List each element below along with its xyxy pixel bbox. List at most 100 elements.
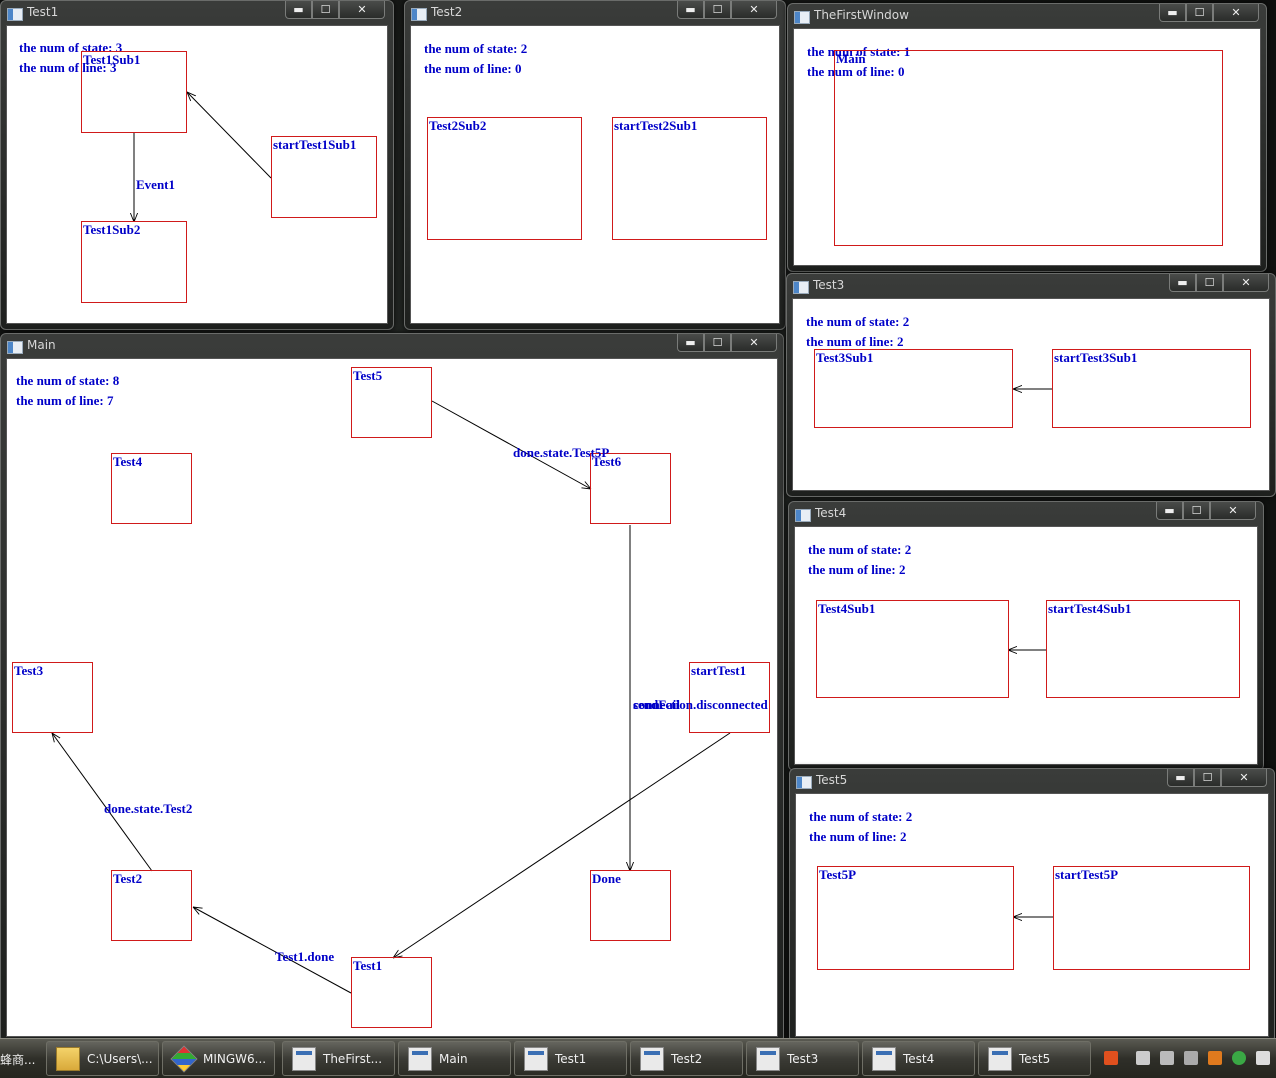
taskbar-item[interactable]: Test4 (862, 1041, 975, 1076)
edge-layer (7, 26, 272, 222)
first-titlebar[interactable]: TheFirstWindow ▬ ☐ ✕ (788, 4, 1266, 28)
state-node[interactable]: Test4Sub1 (816, 600, 1009, 698)
edge-line (187, 92, 272, 179)
input-method-icon[interactable] (1104, 1051, 1118, 1065)
state-node[interactable]: Done (590, 870, 671, 941)
keyboard-icon[interactable] (1136, 1051, 1150, 1065)
test2-titlebar[interactable]: Test2 ▬ ☐ ✕ (405, 1, 785, 25)
window-title: TheFirstWindow (814, 8, 909, 22)
state-count: the num of state: 1 (807, 44, 911, 59)
state-node[interactable]: startTest3Sub1 (1052, 349, 1251, 428)
test5-titlebar[interactable]: Test5 ▬ ☐ ✕ (790, 769, 1274, 793)
app-tray-icon[interactable] (1208, 1051, 1222, 1065)
maximize-button[interactable]: ☐ (704, 1, 731, 19)
maximize-button[interactable]: ☐ (312, 1, 339, 19)
maximize-button[interactable]: ☐ (1183, 502, 1210, 520)
edge-layer (1013, 299, 1052, 491)
state-node[interactable]: startTest4Sub1 (1046, 600, 1240, 698)
minimize-button[interactable]: ▬ (1156, 502, 1183, 520)
minimize-button[interactable]: ▬ (1159, 4, 1186, 22)
maximize-button[interactable]: ☐ (1196, 274, 1223, 292)
minimize-button[interactable]: ▬ (285, 1, 312, 19)
test3-titlebar[interactable]: Test3 ▬ ☐ ✕ (787, 274, 1275, 298)
state-node[interactable]: startTest1 (689, 662, 770, 733)
maximize-button[interactable]: ☐ (704, 334, 731, 352)
test3-canvas: the num of state: 2 the num of line: 2 T… (792, 298, 1270, 491)
window-title: Test1 (27, 5, 59, 19)
taskbar-item[interactable]: Test2 (630, 1041, 743, 1076)
taskbar-item-label: Test4 (903, 1052, 935, 1066)
minimize-button[interactable]: ▬ (1167, 769, 1194, 787)
state-node[interactable]: startTest2Sub1 (612, 117, 767, 240)
taskbar-item[interactable]: Test3 (746, 1041, 859, 1076)
state-node[interactable]: Test3 (12, 662, 93, 733)
taskbar-item[interactable]: C:\Users\... (46, 1041, 159, 1076)
close-button[interactable]: ✕ (339, 1, 385, 19)
state-label: Test1 (353, 958, 383, 973)
maximize-button[interactable]: ☐ (1186, 4, 1213, 22)
taskbar-item[interactable]: MINGW6... (162, 1041, 275, 1076)
minimize-button[interactable]: ▬ (677, 334, 704, 352)
taskbar-item[interactable]: TheFirst... (282, 1041, 395, 1076)
edge-line (193, 907, 352, 994)
minimize-button[interactable]: ▬ (1169, 274, 1196, 292)
state-node[interactable]: Test6 (590, 453, 671, 524)
state-label: startTest1Sub1 (273, 137, 357, 152)
edge-label: done.state.Test5P (513, 445, 610, 460)
line-count: the num of line: 7 (16, 393, 114, 408)
maximize-button[interactable]: ☐ (1194, 769, 1221, 787)
main-window: Main ▬ ☐ ✕ the num of state: 8 the num o… (0, 333, 784, 1043)
window-app-icon (793, 281, 809, 294)
network-icon[interactable] (1184, 1051, 1198, 1065)
state-node[interactable]: startTest1Sub1 (271, 136, 377, 218)
close-button[interactable]: ✕ (1210, 502, 1256, 520)
taskbar-item-label: TheFirst... (323, 1052, 383, 1066)
taskbar-item-label: Test2 (671, 1052, 703, 1066)
test1-titlebar[interactable]: Test1 ▬ ☐ ✕ (1, 1, 393, 25)
state-node[interactable]: Test1 (351, 957, 432, 1028)
taskbar-item[interactable]: Test1 (514, 1041, 627, 1076)
edge-label: sendFail (633, 697, 680, 712)
line-count: the num of line: 2 (806, 334, 904, 349)
app-window-icon (292, 1047, 316, 1071)
test4-titlebar[interactable]: Test4 ▬ ☐ ✕ (789, 502, 1263, 526)
window-title: Main (27, 338, 56, 352)
close-button[interactable]: ✕ (1213, 4, 1259, 22)
taskbar-item-label: Test5 (1019, 1052, 1051, 1066)
edge-line (431, 400, 591, 489)
state-node[interactable]: Main (834, 50, 1223, 246)
taskbar-item[interactable]: Test5 (978, 1041, 1091, 1076)
volume-icon[interactable] (1160, 1051, 1174, 1065)
state-label: startTest5P (1055, 867, 1119, 882)
taskbar-item-label: MINGW6... (203, 1052, 267, 1066)
state-label: startTest3Sub1 (1054, 350, 1138, 365)
minimize-button[interactable]: ▬ (677, 1, 704, 19)
state-node[interactable]: Test4 (111, 453, 192, 524)
action-center-icon[interactable] (1256, 1051, 1270, 1065)
close-button[interactable]: ✕ (1223, 274, 1269, 292)
state-label: Main (836, 51, 866, 66)
state-label: Test6 (592, 454, 622, 469)
line-count: the num of line: 2 (808, 562, 906, 577)
state-label: Test4 (113, 454, 143, 469)
close-button[interactable]: ✕ (731, 1, 777, 19)
state-node[interactable]: Test2Sub2 (427, 117, 582, 240)
line-count: the num of line: 0 (424, 61, 522, 76)
state-node[interactable]: Test1Sub2 (81, 221, 187, 303)
state-count: the num of state: 2 (809, 809, 913, 824)
state-node[interactable]: Test3Sub1 (814, 349, 1013, 428)
main-titlebar[interactable]: Main ▬ ☐ ✕ (1, 334, 783, 358)
state-label: Test3 (14, 663, 44, 678)
line-count: the num of line: 2 (809, 829, 907, 844)
state-node[interactable]: Test5P (817, 866, 1014, 970)
taskbar-item[interactable]: Main (398, 1041, 511, 1076)
wechat-icon[interactable] (1232, 1051, 1246, 1065)
state-node[interactable]: startTest5P (1053, 866, 1250, 970)
close-button[interactable]: ✕ (731, 334, 777, 352)
state-node[interactable]: Test1Sub1 (81, 51, 187, 133)
state-node[interactable]: Test2 (111, 870, 192, 941)
window-title: Test3 (813, 278, 845, 292)
taskbar-item[interactable]: 蜂商... (0, 1053, 36, 1067)
close-button[interactable]: ✕ (1221, 769, 1267, 787)
state-node[interactable]: Test5 (351, 367, 432, 438)
